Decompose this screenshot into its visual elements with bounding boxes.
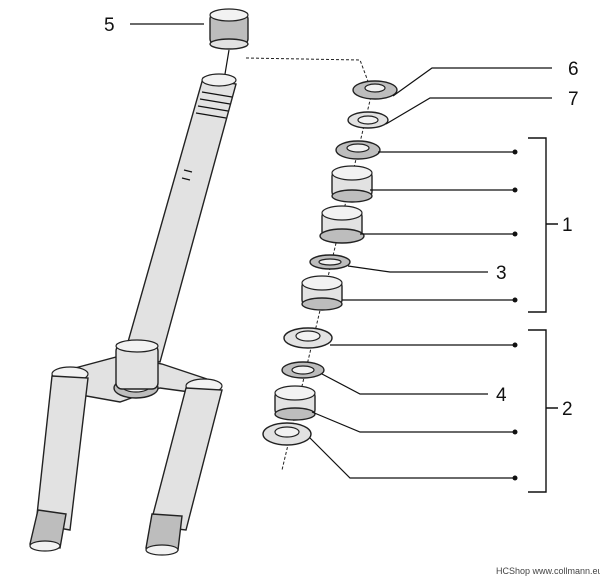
- fork-crown: [59, 339, 213, 403]
- ball-race-upper: [309, 254, 351, 270]
- washer: [347, 111, 389, 129]
- lower-seal-cup: [274, 385, 316, 421]
- callout-1: 1: [562, 215, 573, 236]
- leader-dots: [512, 149, 518, 481]
- callout-2: 2: [562, 399, 573, 420]
- bracket-group-2: [528, 329, 558, 493]
- alignment-line-top: [245, 57, 373, 93]
- fork-leg-right: [145, 378, 223, 556]
- steering-top-cap: [209, 8, 249, 50]
- steering-fork-assembly: [29, 8, 249, 556]
- lock-nut: [352, 80, 398, 100]
- lower-cone: [283, 327, 333, 349]
- upper-bearing-cup: [331, 165, 373, 203]
- bearing-stack: [262, 80, 398, 446]
- callout-5: 5: [104, 15, 115, 36]
- callout-3: 3: [496, 263, 507, 284]
- ball-race-lower: [281, 361, 325, 379]
- upper-cone: [335, 140, 381, 160]
- fork-leg-left: [29, 366, 89, 552]
- bearing-cup: [319, 205, 365, 244]
- lower-bearing-cup: [301, 275, 343, 311]
- callout-6: 6: [568, 59, 579, 80]
- leader-lines: [130, 23, 552, 479]
- steering-tube: [123, 73, 237, 363]
- watermark: HCShop www.collmann.eu: [496, 566, 600, 576]
- callout-7: 7: [568, 89, 579, 110]
- bracket-group-1: [528, 137, 558, 313]
- dust-shield: [262, 422, 312, 446]
- callout-4: 4: [496, 385, 507, 406]
